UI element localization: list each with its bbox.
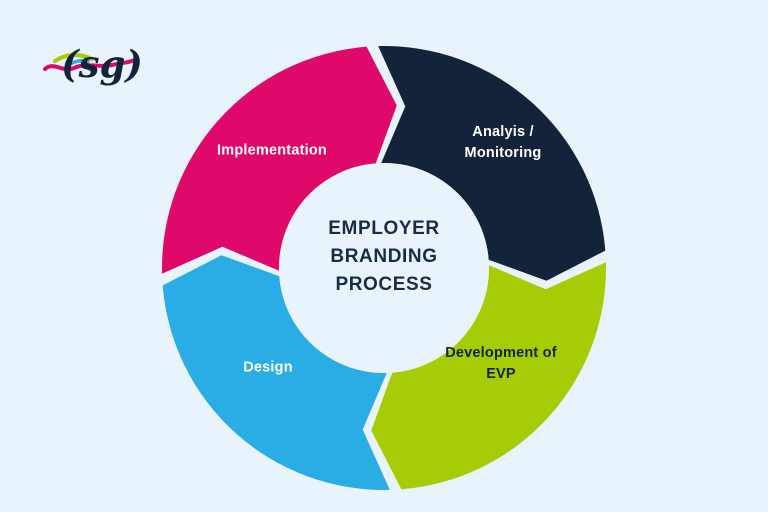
diagram-title-line-1: EMPLOYER [328,218,440,239]
segments-group [162,46,606,490]
segment-design [162,255,390,490]
logo-text: (sg) [61,42,143,86]
segment-label-design: Design [243,359,293,376]
segment-analysis-monitoring [378,46,606,281]
diagram-title-line-3: PROCESS [335,274,433,295]
logo-pink-swoosh-icon [43,56,139,72]
segment-label-development-of-evp: Development of EVP [445,345,557,382]
inner-circle [279,163,489,373]
segment-label-implementation: Implementation [217,142,327,159]
company-logo: (sg) [43,42,143,86]
segment-implementation [162,46,397,274]
segment-development-of-evp [371,262,606,490]
diagram-title-line-2: BRANDING [330,246,438,267]
logo-blue-swoosh-icon [70,59,90,65]
segment-label-analysis-monitoring: Analyis / Monitoring [464,124,542,161]
logo-green-swoosh-icon [53,53,94,63]
diagram-title: EMPLOYER BRANDING PROCESS [328,215,439,299]
